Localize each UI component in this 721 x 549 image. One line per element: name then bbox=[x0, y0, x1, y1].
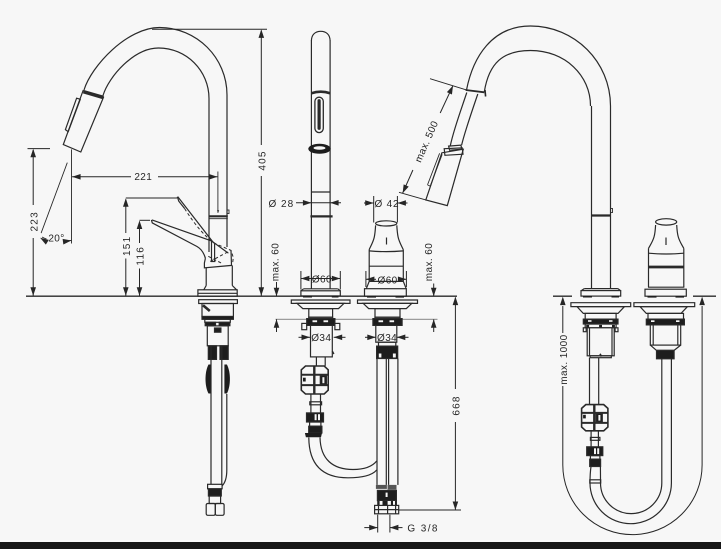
svg-text:G 3/8: G 3/8 bbox=[407, 524, 438, 535]
svg-text:405: 405 bbox=[258, 150, 269, 170]
svg-text:max. 60: max. 60 bbox=[270, 243, 281, 281]
svg-text:Ø 28: Ø 28 bbox=[269, 199, 295, 210]
svg-text:116: 116 bbox=[136, 246, 147, 266]
svg-text:max. 500: max. 500 bbox=[413, 119, 441, 164]
svg-text:Ø34: Ø34 bbox=[311, 333, 331, 344]
svg-text:223: 223 bbox=[29, 211, 40, 231]
svg-text:Ø60: Ø60 bbox=[378, 276, 398, 287]
svg-text:20°: 20° bbox=[48, 234, 64, 245]
svg-text:221: 221 bbox=[134, 172, 152, 183]
svg-text:max. 60: max. 60 bbox=[424, 243, 435, 281]
svg-text:Ø34: Ø34 bbox=[377, 333, 397, 344]
svg-text:668: 668 bbox=[451, 395, 462, 415]
svg-text:Ø 42: Ø 42 bbox=[375, 199, 400, 210]
svg-text:max. 1000: max. 1000 bbox=[559, 334, 570, 384]
svg-text:151: 151 bbox=[122, 236, 133, 256]
svg-text:Ø60: Ø60 bbox=[312, 274, 332, 285]
